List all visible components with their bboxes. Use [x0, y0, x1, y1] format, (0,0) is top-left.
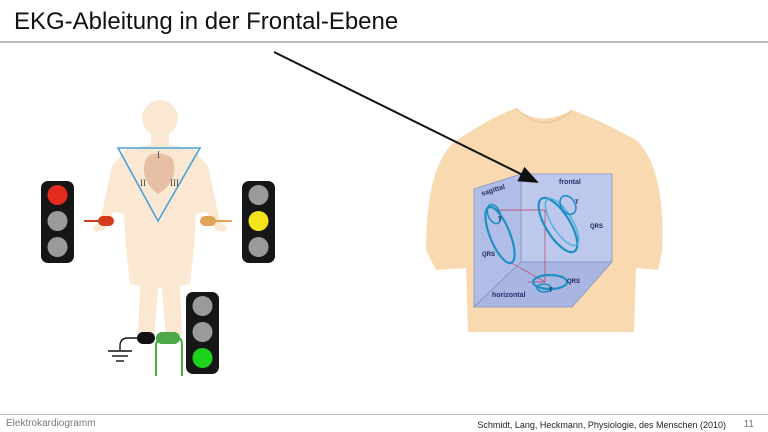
ground-icon: [108, 350, 132, 362]
electrode-right-leg-ground: [119, 332, 155, 350]
loop-label-qrs-frontal: QRS: [590, 224, 603, 230]
lead-label-iii: III: [170, 178, 179, 188]
light-red-off: [192, 296, 213, 316]
light-red-on: [47, 185, 68, 205]
light-green-off: [248, 237, 269, 257]
lead-label-ii: II: [140, 178, 146, 188]
einthoven-triangle: I II III: [116, 147, 202, 223]
page-number: 11: [743, 419, 754, 430]
title-divider: [0, 41, 768, 43]
loop-label-qrs-horizontal: QRS: [567, 279, 580, 285]
plane-label-horizontal: horizontal: [492, 292, 525, 299]
electrode-left-leg: [155, 332, 183, 376]
footer-citation: Schmidt, Lang, Heckmann, Physiologie, de…: [477, 420, 726, 430]
footer-divider: [0, 414, 768, 415]
light-green-on: [192, 348, 213, 368]
vector-planes: sagittal frontal horizontal QRS T QRS T …: [473, 173, 613, 308]
light-yellow-on: [248, 211, 269, 231]
plane-label-frontal: frontal: [559, 179, 581, 186]
footer-topic: Elektrokardiogramm: [6, 418, 96, 429]
loop-label-qrs-sagittal: QRS: [482, 252, 495, 258]
qrs-loop-frontal: [537, 196, 579, 254]
light-green-off: [47, 237, 68, 257]
traffic-light-left: [41, 181, 74, 263]
t-loop-sagittal: [486, 203, 502, 225]
pointer-arrow: [273, 51, 539, 183]
electrode-right-arm: [84, 216, 114, 226]
traffic-light-right: [242, 181, 275, 263]
t-loop-horizontal: [536, 283, 552, 293]
slide-title: EKG-Ableitung in der Frontal-Ebene: [14, 8, 399, 35]
loop-label-t-frontal: T: [575, 200, 579, 206]
lead-label-i: I: [157, 150, 160, 160]
electrode-left-arm: [200, 216, 232, 226]
body-figure: [92, 100, 228, 342]
loop-label-t-horizontal: T: [549, 288, 553, 294]
heart-shape: [143, 153, 175, 194]
loop-label-t-sagittal: T: [498, 217, 502, 223]
t-loop-frontal: [559, 194, 577, 216]
light-yellow-off: [47, 211, 68, 231]
light-red-off: [248, 185, 269, 205]
light-yellow-off: [192, 322, 213, 342]
traffic-light-bottom: [186, 292, 219, 374]
